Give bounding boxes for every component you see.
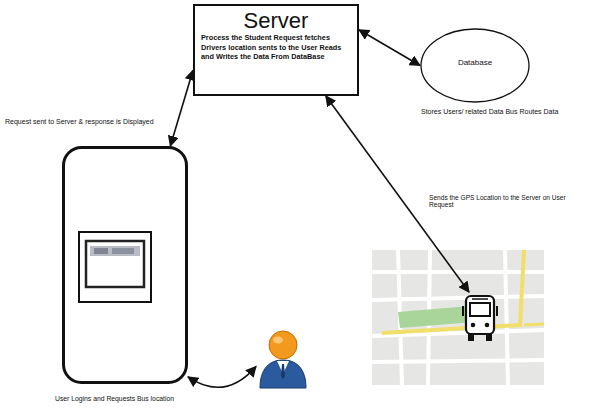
database-circle: DatabaseStores Users/ related Data Bus R… — [420, 28, 530, 103]
server-title: Server — [201, 9, 351, 32]
bus-symbol — [458, 292, 502, 346]
user-icon: User Logins and Requests Bus location — [256, 328, 310, 390]
database-label: Database — [420, 58, 530, 67]
phone-device: Request sent to Server & response is Dis… — [62, 146, 188, 384]
server-box: ServerProcess the Student Request fetche… — [193, 4, 359, 96]
gps-note: Sends the GPS Location to the Server on … — [428, 194, 580, 208]
user-note: User Logins and Requests Bus location — [54, 395, 175, 402]
connector-arrow — [359, 30, 420, 66]
connector-arrow — [188, 366, 256, 387]
phone-outline — [62, 146, 188, 384]
request-note: Request sent to Server & response is Dis… — [4, 118, 155, 125]
database-description: Stores Users/ related Data Bus Routes Da… — [420, 108, 572, 115]
bus-icon: Sends the GPS Location to the Server on … — [458, 292, 502, 346]
connector-arrow — [170, 70, 193, 146]
city-map — [372, 250, 544, 385]
server-description: Process the Student Request fetches Driv… — [201, 33, 351, 61]
person-symbol — [256, 328, 310, 390]
